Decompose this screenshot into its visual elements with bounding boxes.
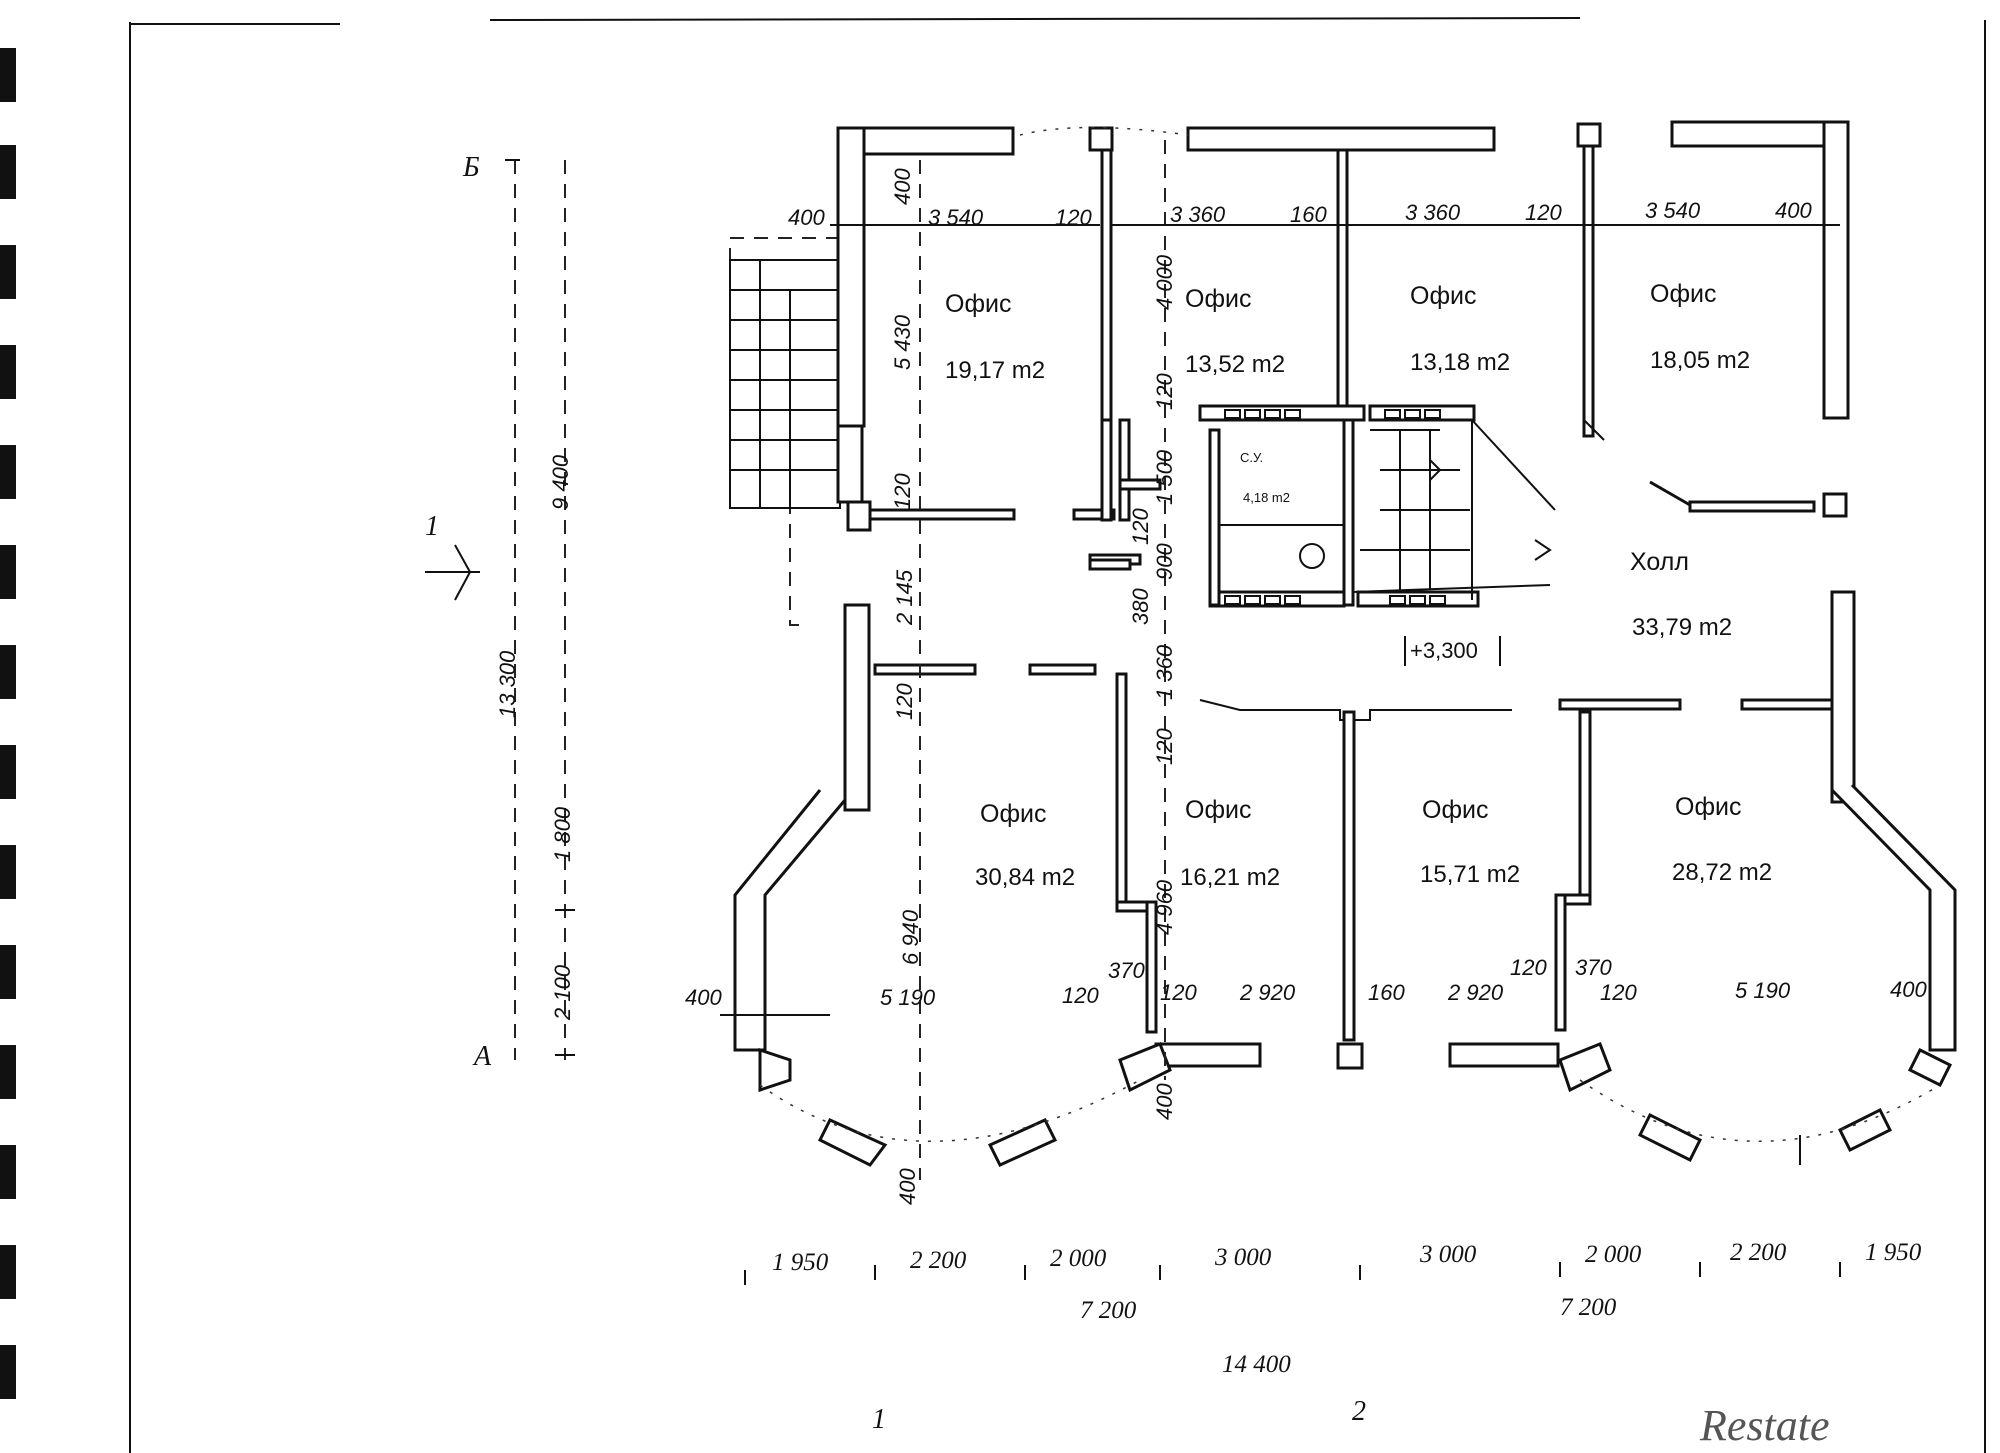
dimension-lines — [425, 140, 1840, 1180]
axis-b-label: Б — [462, 152, 480, 183]
room-area: 30,84 m2 — [975, 864, 1075, 891]
room-area: 13,52 m2 — [1185, 351, 1285, 378]
dim-text: 1 500 — [1152, 449, 1177, 505]
dim-text: 900 — [1152, 543, 1177, 580]
dim-text: 1 800 — [550, 806, 575, 862]
dim-text: 2 920 — [1239, 980, 1296, 1005]
room-name: С.У. — [1240, 450, 1263, 465]
room-name: Офис — [980, 800, 1046, 828]
room-name: Офис — [1422, 796, 1488, 824]
dim-text: 400 — [895, 1168, 920, 1205]
axis-2-label: 2 — [1352, 1396, 1366, 1427]
dim-text: 14 400 — [1222, 1351, 1291, 1378]
room-area: 28,72 m2 — [1672, 859, 1772, 886]
room-name: Офис — [945, 290, 1011, 318]
binder-strip — [0, 48, 16, 1399]
room-name: Холл — [1630, 548, 1689, 576]
dim-text: 3 000 — [1419, 1241, 1477, 1268]
dim-text: 120 — [1152, 728, 1177, 765]
room-name: Офис — [1650, 280, 1716, 308]
vertical-dimensions-inner: 400 5 430 120 2 145 120 6 940 400 400 — [890, 168, 1177, 1205]
room-area: 4,18 m2 — [1243, 490, 1290, 505]
dim-text: 400 — [685, 985, 722, 1010]
dim-text: 2 100 — [550, 964, 575, 1021]
dim-text: 5 430 — [890, 314, 915, 370]
top-dimensions: 400 3 540 120 3 360 160 3 360 120 3 540 … — [788, 198, 1812, 230]
dim-text: 400 — [1890, 977, 1927, 1002]
dim-text: 6 940 — [898, 909, 923, 965]
dim-text: 160 — [1290, 202, 1327, 227]
dim-text: 3 540 — [1645, 198, 1701, 223]
dim-text: 2 000 — [1585, 1241, 1642, 1268]
dim-text: 400 — [1775, 198, 1812, 223]
room-area: 16,21 m2 — [1180, 864, 1280, 891]
bottom-dimensions: 1 950 2 200 2 000 3 000 3 000 2 000 2 20… — [744, 1239, 1922, 1378]
dim-text: 3 540 — [928, 205, 984, 230]
dim-text: 120 — [1128, 508, 1153, 545]
exterior-stair — [729, 237, 841, 626]
dim-text: 120 — [1510, 955, 1547, 980]
dim-text: 13 300 — [495, 650, 520, 718]
dim-text: 400 — [1152, 1083, 1177, 1120]
dim-text: 120 — [1600, 980, 1637, 1005]
dim-text: 370 — [1575, 955, 1612, 980]
section-label: 1 — [425, 511, 439, 542]
dim-text: 9 400 — [548, 454, 573, 510]
room-name: Офис — [1185, 285, 1251, 313]
level-mark-text: +3,300 — [1410, 638, 1478, 663]
dim-text: 120 — [1160, 980, 1197, 1005]
dim-text: 120 — [1055, 205, 1092, 230]
axis-labels: Б А 1 1 2 — [425, 152, 1366, 1435]
dim-text: 4 960 — [1152, 879, 1177, 935]
dim-text: 1 950 — [772, 1249, 829, 1276]
dim-text: 5 190 — [880, 985, 936, 1010]
dim-text: 7 200 — [1560, 1294, 1617, 1321]
walls — [733, 120, 1957, 1167]
dim-text: 120 — [1525, 200, 1562, 225]
level-mark: +3,300 — [1404, 636, 1501, 666]
room-area: 13,18 m2 — [1410, 349, 1510, 376]
room-name: Офис — [1185, 796, 1251, 824]
room-area: 19,17 m2 — [945, 357, 1045, 384]
vertical-dimensions-mid: 4 000 120 1 500 120 900 380 1 360 120 4 … — [1128, 254, 1177, 935]
dim-text: 120 — [892, 683, 917, 720]
left-dimensions: 9 400 13 300 1 800 2 100 — [495, 454, 575, 1021]
dim-text: 120 — [890, 473, 915, 510]
room-name: Офис — [1675, 793, 1741, 821]
room-area: 15,71 m2 — [1420, 861, 1520, 888]
watermark: Restate — [1699, 1401, 1830, 1450]
dim-text: 2 920 — [1447, 980, 1504, 1005]
dim-text: 4 000 — [1152, 254, 1177, 310]
dim-text: 3 360 — [1170, 202, 1226, 227]
dim-text: 400 — [788, 205, 825, 230]
dim-text: 2 200 — [910, 1247, 967, 1274]
dim-text: 2 145 — [892, 569, 917, 626]
room-area: 33,79 m2 — [1632, 614, 1732, 641]
axis-1-label: 1 — [872, 1404, 886, 1435]
dim-text: 120 — [1152, 373, 1177, 410]
dim-text: 3 360 — [1405, 200, 1461, 225]
dim-text: 380 — [1128, 588, 1153, 625]
dim-text: 400 — [890, 168, 915, 205]
dim-text: 2 000 — [1050, 1245, 1107, 1272]
dim-text: 5 190 — [1735, 978, 1791, 1003]
sheet-frame — [129, 17, 1986, 1453]
dim-text: 1 950 — [1865, 1239, 1922, 1266]
room-name: Офис — [1410, 282, 1476, 310]
dim-text: 7 200 — [1080, 1297, 1137, 1324]
room-area: 18,05 m2 — [1650, 347, 1750, 374]
axis-a-label: А — [472, 1041, 492, 1072]
dim-text: 370 — [1108, 958, 1145, 983]
dim-text: 3 000 — [1214, 1244, 1272, 1271]
room-labels: Офис 19,17 m2 Офис 13,52 m2 Офис 13,18 m… — [945, 280, 1772, 891]
dim-text: 120 — [1062, 983, 1099, 1008]
dim-text: 160 — [1368, 980, 1405, 1005]
dim-text: 2 200 — [1730, 1239, 1787, 1266]
dim-text: 1 360 — [1152, 644, 1177, 700]
lower-dimensions: 400 5 190 120 370 120 2 920 160 2 920 12… — [685, 955, 1927, 1010]
